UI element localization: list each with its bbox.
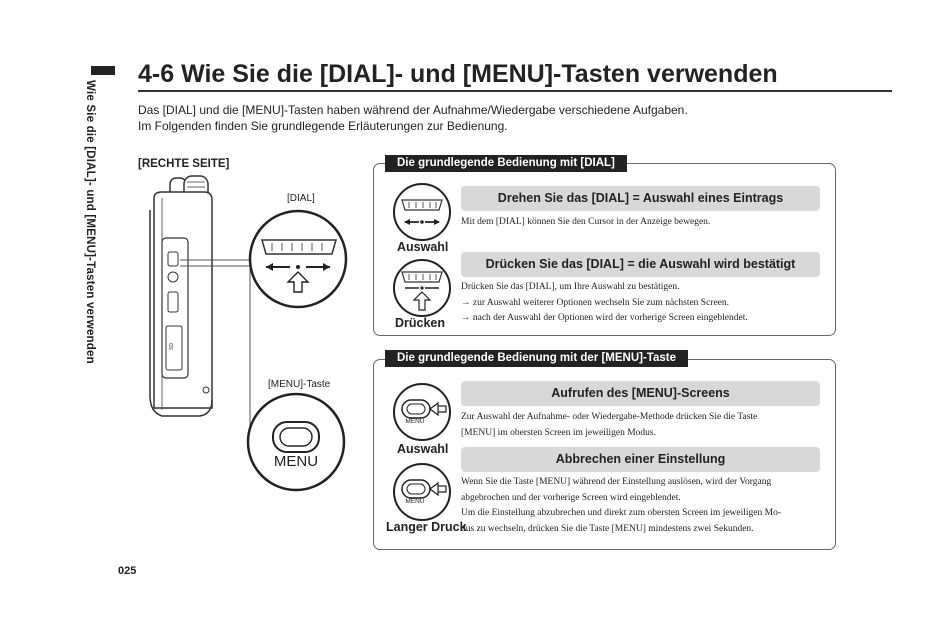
menu-open-icon: MENU xyxy=(392,382,452,442)
intro-line-1: Das [DIAL] und die [MENU]-Tasten haben w… xyxy=(138,103,688,117)
menu-cancel-line-2: abgebrochen und der vorherige Screen wir… xyxy=(461,492,681,503)
menu-button-text: MENU xyxy=(273,453,319,470)
menu-open-text: Zur Auswahl der Aufnahme- oder Wiedergab… xyxy=(461,410,757,441)
dial-turn-heading: Drehen Sie das [DIAL] = Auswahl eines Ei… xyxy=(461,186,820,211)
menu-cancel-icon: MENU xyxy=(392,462,452,522)
sidebar-marker xyxy=(91,66,115,75)
dial-turn-text: Mit dem [DIAL] können Sie den Cursor in … xyxy=(461,217,711,227)
svg-text:SD: SD xyxy=(169,343,175,350)
turn-action-label: Auswahl xyxy=(397,240,449,254)
recorder-body: SD xyxy=(149,191,213,417)
title-rule xyxy=(138,90,892,92)
dial-turn-icon xyxy=(393,183,451,241)
open-action-label: Auswahl xyxy=(397,442,449,456)
menu-panel-title: Die grundlegende Bedienung mit der [MENU… xyxy=(385,350,688,367)
menu-cancel-line-4: dus zu wechseln, drücken Sie die Taste [… xyxy=(461,523,754,534)
menu-open-line-1: Zur Auswahl der Aufnahme- oder Wiedergab… xyxy=(461,412,758,422)
dial-press-icon xyxy=(393,259,451,317)
menu-cancel-icon-text: MENU xyxy=(405,498,425,505)
menu-button-icon xyxy=(393,463,451,521)
menu-label: [MENU]-Taste xyxy=(268,379,331,390)
dial-press-line-3: → nach der Auswahl der Optionen wird der… xyxy=(461,313,748,323)
dial-panel-title: Die grundlegende Bedienung mit [DIAL] xyxy=(385,155,627,172)
dial-zoom xyxy=(248,209,348,309)
dial-press-line-1: Drücken Sie das [DIAL], um Ihre Auswahl … xyxy=(461,282,680,292)
menu-open-heading: Aufrufen des [MENU]-Screens xyxy=(461,381,820,406)
menu-cancel-text: Wenn Sie die Taste [MENU] während der Ei… xyxy=(461,475,781,537)
menu-cancel-heading: Abbrechen einer Einstellung xyxy=(461,447,820,472)
menu-cancel-line-1: Wenn Sie die Taste [MENU] während der Ei… xyxy=(461,477,772,487)
page-title: 4-6 Wie Sie die [DIAL]- und [MENU]-Taste… xyxy=(138,60,778,88)
menu-open-line-2: [MENU] im obersten Screen im jeweiligen … xyxy=(461,427,656,438)
menu-zoom xyxy=(246,392,346,492)
sidebar-vertical-title: Wie Sie die [DIAL]- und [MENU]-Tasten ve… xyxy=(84,80,120,380)
intro-text: Das [DIAL] und die [MENU]-Tasten haben w… xyxy=(138,102,688,134)
dial-press-text: Drücken Sie das [DIAL], um Ihre Auswahl … xyxy=(461,280,748,327)
intro-line-2: Im Folgenden finden Sie grundlegende Erl… xyxy=(138,119,508,133)
dial-press-heading: Drücken Sie das [DIAL] = die Auswahl wir… xyxy=(461,252,820,277)
press-action-label: Drücken xyxy=(395,316,446,330)
page-number: 025 xyxy=(118,565,137,577)
menu-button-icon xyxy=(393,383,451,441)
cancel-action-label: Langer Druck xyxy=(386,520,467,534)
recorder-illustration: SD xyxy=(149,175,348,492)
right-side-label: [RECHTE SEITE] xyxy=(138,158,230,170)
menu-cancel-line-3: Um die Einstellung abzubrechen und direk… xyxy=(461,508,782,518)
menu-open-icon-text: MENU xyxy=(405,418,425,425)
sidebar-title-text: Wie Sie die [DIAL]- und [MENU]-Tasten ve… xyxy=(84,80,96,364)
dial-press-line-2: → zur Auswahl weiterer Optionen wechseln… xyxy=(461,297,730,308)
dial-label: [DIAL] xyxy=(287,193,315,204)
